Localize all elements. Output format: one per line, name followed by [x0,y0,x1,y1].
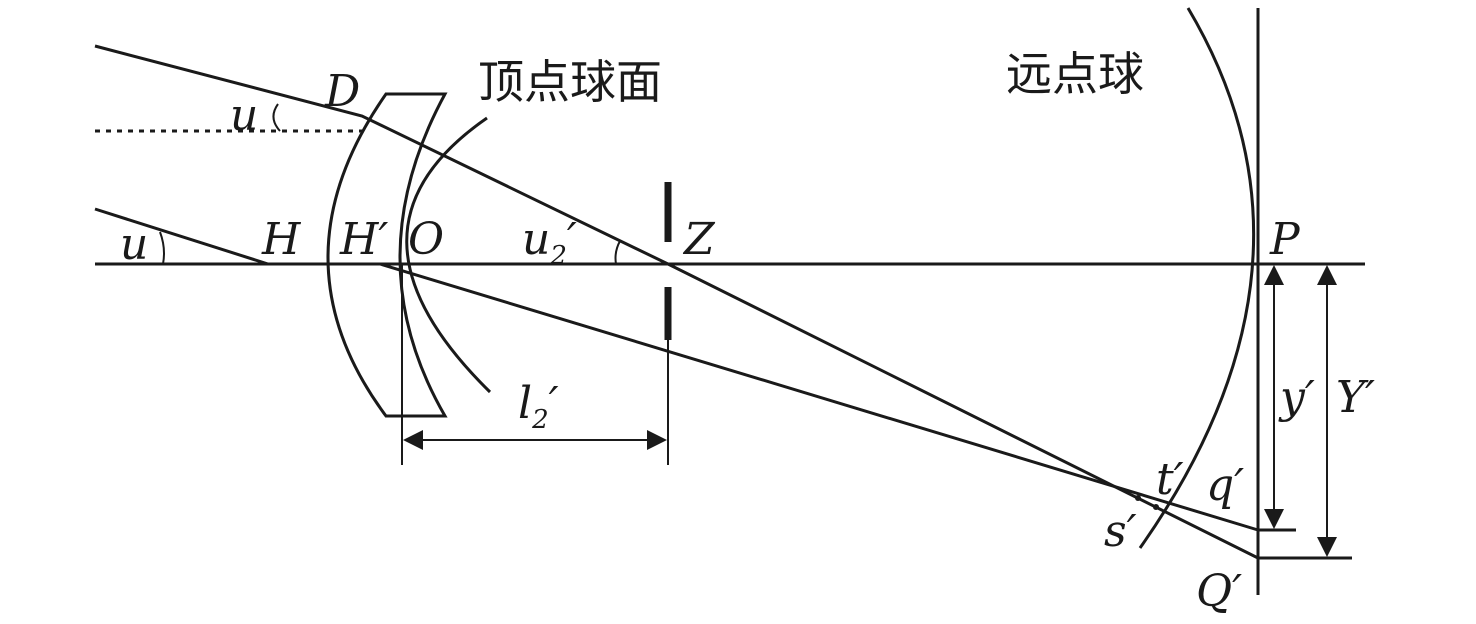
meniscus-lens [326,92,448,418]
label-Z: Z [682,214,716,265]
caption-far-point-sphere: 远点球 [1006,47,1144,101]
label-t-prime: t′ [1156,454,1184,505]
label-l2-prime: l2′ [518,378,559,435]
label-y-prime: y′ [1278,372,1315,423]
chief-ray-upper [94,44,1259,560]
angle-arc-u2-prime [614,240,621,265]
far-point-sphere-arc [1138,7,1256,549]
label-u-bottom: u [120,219,148,270]
label-O: O [408,214,444,265]
label-u-top: u [230,90,258,141]
label-q-prime: q′ [1206,460,1244,511]
vertex-sphere-arc [405,116,492,394]
ray-lower-refracted [379,262,1259,532]
caption-vertex-sphere: 顶点球面 [478,55,662,109]
label-H: H [261,214,302,265]
intersection-point-s [1135,495,1141,501]
label-H-prime: H′ [339,214,388,265]
ray-lower-incident [94,207,269,266]
label-Y-prime: Y′ [1336,372,1375,423]
angle-arc-u-top [272,103,281,132]
label-s-prime: s′ [1104,506,1137,557]
label-D: D [324,66,360,117]
label-u2-prime: u2′ [522,214,577,271]
label-P: P [1269,214,1301,265]
intersection-point-t [1153,504,1159,510]
label-Q-prime: Q′ [1196,566,1242,617]
angle-arc-u-bottom [159,231,165,265]
